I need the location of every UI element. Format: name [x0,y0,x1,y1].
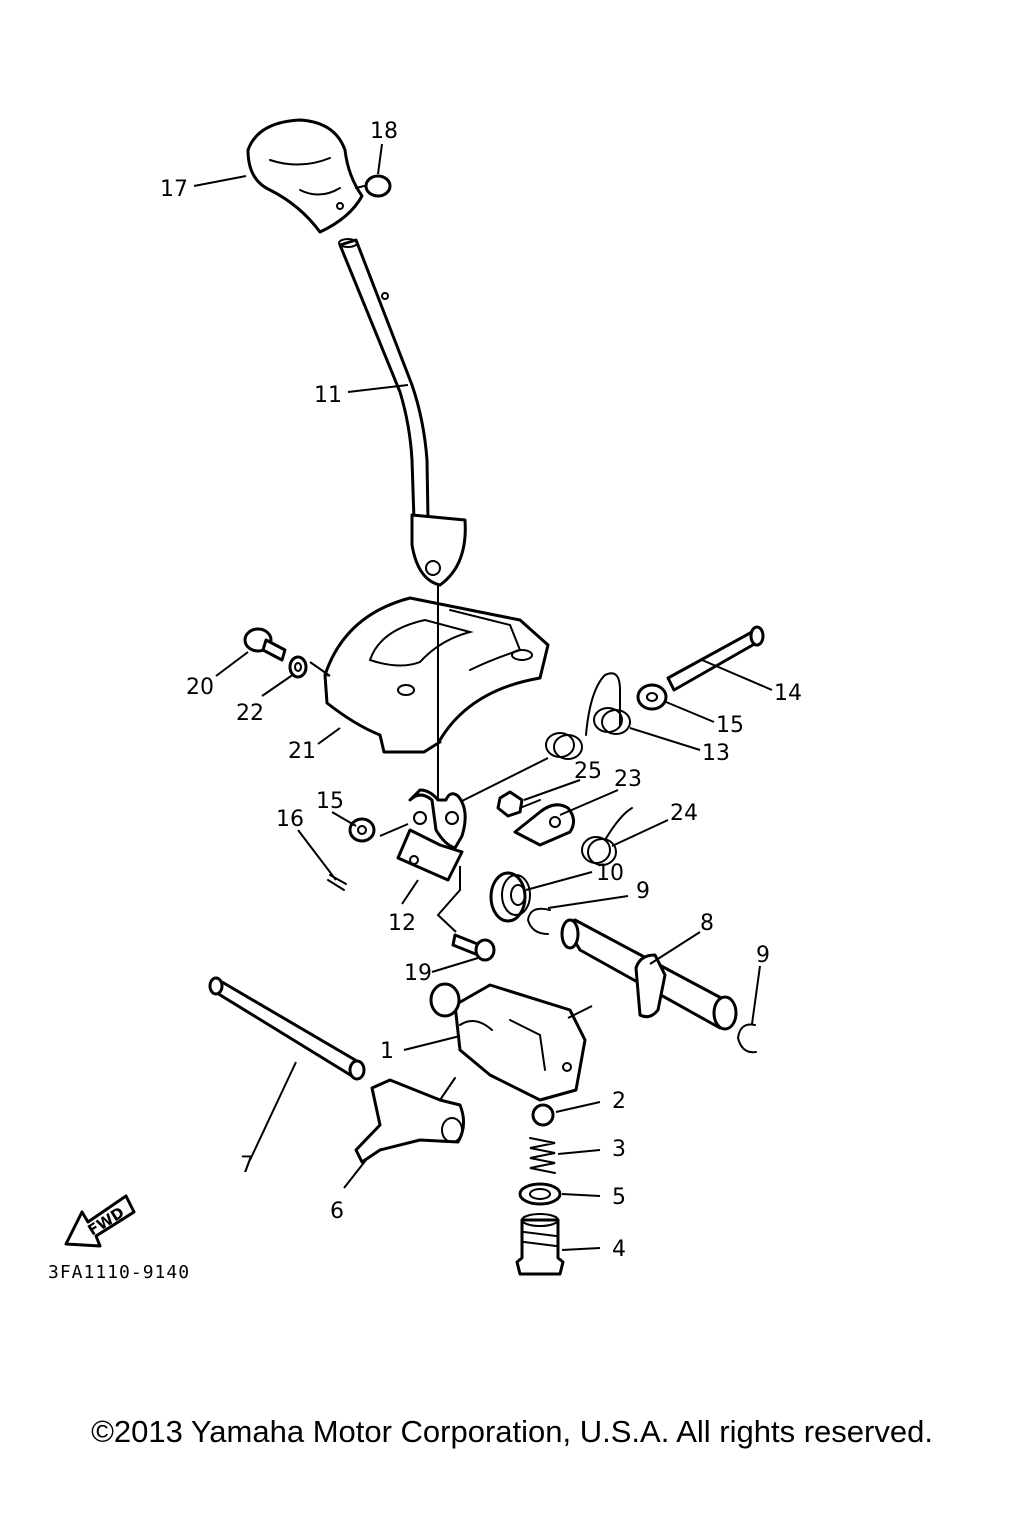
part-15-washer-lower [348,817,376,843]
callout-9-right: 9 [756,943,770,968]
part-15-washer-upper [636,683,668,711]
part-7-guide-bar [208,976,366,1081]
callout-5: 5 [612,1185,626,1210]
callout-24: 24 [670,801,698,826]
callout-leaders [193,143,773,1251]
callout-7: 7 [240,1153,254,1178]
part-9-circlip-left [526,907,551,935]
part-8-shift-shaft [560,918,738,1031]
part-13-torsion-spring [545,672,631,760]
part-23-stopper-lever [513,803,575,847]
callout-13: 13 [702,741,730,766]
callout-10: 10 [596,861,624,886]
part-9-circlip-right [736,1023,757,1054]
callout-12: 12 [388,911,416,936]
drawing-code: 3FA1110-9140 [48,1262,190,1283]
part-20-bolt [243,627,287,662]
part-14-pin [666,625,765,692]
part-25-bolt [496,790,541,818]
callout-19: 19 [404,961,432,986]
part-11-shift-rod [338,238,467,587]
part-12-shift-arm [396,788,467,882]
callout-1: 1 [380,1039,394,1064]
callout-8: 8 [700,911,714,936]
fwd-arrow-icon: FWD [64,1194,136,1248]
callout-20: 20 [186,675,214,700]
part-19-screw [451,933,496,962]
callout-3: 3 [612,1137,626,1162]
callout-25: 25 [574,759,602,784]
part-6-shift-fork [354,1077,465,1164]
callout-15-upper: 15 [716,713,744,738]
part-16-cotter-pin [327,874,347,891]
part-22-washer [288,655,308,679]
callout-labels: 17 18 11 20 22 21 14 15 13 25 23 24 15 1… [160,119,802,1262]
callout-2: 2 [612,1089,626,1114]
callout-9-left: 9 [636,879,650,904]
part-21-shift-guide [323,596,550,754]
part-10-oil-seal [489,871,531,923]
callout-4: 4 [612,1237,626,1262]
part-24-spring [581,807,633,866]
part-3-spring [529,1137,556,1174]
callout-18: 18 [370,119,398,144]
part-17-shift-knob [246,118,364,234]
callout-17: 17 [160,177,188,202]
callout-15-lower: 15 [316,789,344,814]
assembly-lines [309,585,549,933]
callout-6: 6 [330,1199,344,1224]
callout-21: 21 [288,739,316,764]
callout-23: 23 [614,767,642,792]
part-5-gasket [518,1182,562,1206]
part-18-screw [355,174,392,198]
part-4-plug [515,1213,565,1276]
callout-22: 22 [236,701,264,726]
copyright-notice: ©2013 Yamaha Motor Corporation, U.S.A. A… [91,1414,933,1449]
part-2-ball [531,1103,555,1127]
callout-16: 16 [276,807,304,832]
callout-14: 14 [774,681,802,706]
callout-11: 11 [314,383,342,408]
part-1-shift-drum [429,982,587,1102]
